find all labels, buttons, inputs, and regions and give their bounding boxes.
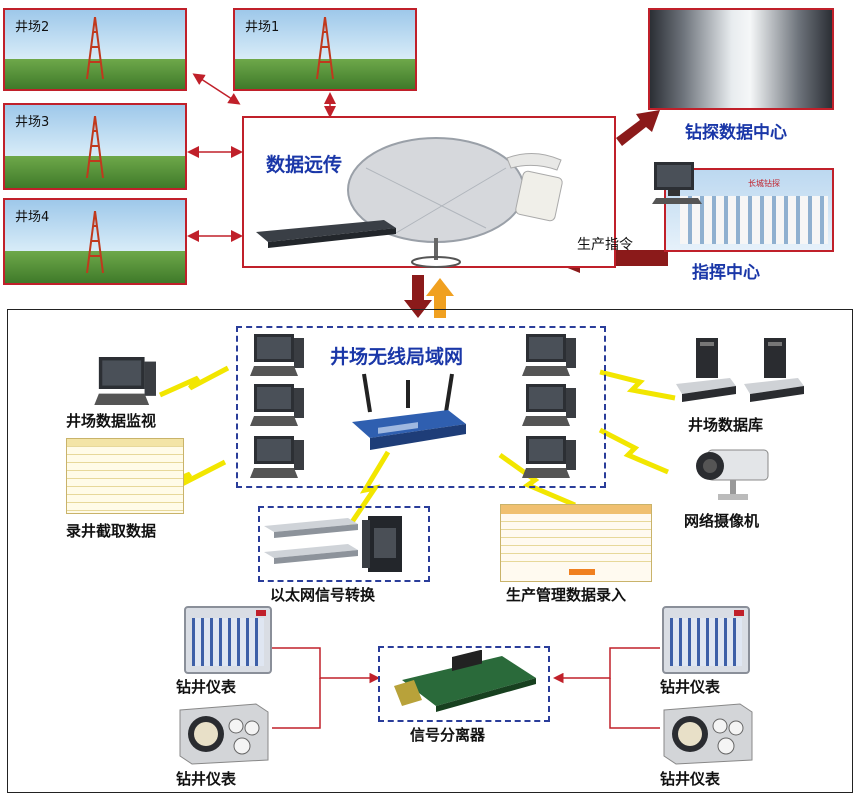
satellite-dish-icon — [347, 137, 525, 268]
lan-frame — [7, 309, 853, 793]
command-center-photo: 长城钻探 — [664, 168, 834, 252]
wireless-lan-zone — [236, 326, 606, 488]
arrow-to-data-center — [616, 110, 660, 146]
network-camera-label: 网络摄像机 — [684, 512, 760, 530]
site-database-label: 井场数据库 — [688, 416, 764, 434]
arrow-down — [404, 275, 432, 318]
server-icon — [744, 338, 804, 402]
instrument-label-br: 钻井仪表 — [660, 770, 721, 788]
signal-converter-icon — [264, 518, 358, 564]
instrument-label-tl: 钻井仪表 — [176, 678, 237, 696]
site-label: 井场4 — [15, 210, 50, 225]
telephone-icon — [506, 153, 563, 222]
data-transfer-label: 数据远传 — [266, 154, 343, 176]
gauge-instrument-br — [663, 703, 753, 765]
wireless-lan-title: 井场无线局域网 — [330, 346, 464, 368]
ethernet-convert-zone — [258, 506, 430, 582]
lightning-camera — [598, 427, 669, 475]
splitter-board-icon — [394, 650, 536, 712]
pc-icon — [250, 436, 304, 478]
network-switch-icon — [256, 220, 396, 248]
lightning-database — [599, 369, 676, 401]
arrow-up — [426, 278, 454, 318]
lightning-entry — [498, 452, 576, 508]
ethernet-convert-label: 以太网信号转换 — [270, 586, 376, 604]
wire-tl — [272, 647, 380, 684]
arrow-site2 — [192, 73, 241, 105]
pc-icon — [522, 334, 576, 376]
instrument-panel-tr — [662, 606, 750, 674]
pc-icon — [522, 436, 576, 478]
lightning-monitor — [158, 365, 230, 398]
command-center-label: 指挥中心 — [692, 263, 760, 283]
instrument-label-tr: 钻井仪表 — [660, 678, 721, 696]
site-label: 井场2 — [15, 20, 50, 35]
site-label: 井场3 — [15, 115, 50, 130]
data-center-photo — [648, 8, 834, 110]
network-camera-icon — [696, 449, 769, 500]
signal-splitter-zone — [378, 646, 550, 722]
wire-br — [609, 678, 660, 729]
production-command-label: 生产指令 — [577, 237, 633, 253]
data-transfer-box: 数据远传 — [242, 116, 616, 268]
monitor-pc-icon — [94, 357, 156, 405]
signal-splitter-label: 信号分离器 — [410, 726, 486, 744]
gauge-instrument-bl — [179, 703, 269, 765]
production-entry-label: 生产管理数据录入 — [506, 586, 627, 604]
drilling-rig-icon — [316, 17, 334, 79]
server-icon — [676, 338, 736, 402]
logging-data-sheet — [66, 438, 184, 514]
instrument-label-bl: 钻井仪表 — [176, 770, 237, 788]
logging-capture-label: 录井截取数据 — [66, 522, 157, 540]
command-pc-icon — [652, 162, 702, 204]
drilling-rig-icon — [86, 211, 104, 273]
building-sign: 长城钻探 — [748, 179, 780, 188]
wire-bl — [272, 678, 321, 729]
wire-tr — [553, 647, 660, 684]
pc-icon — [250, 384, 304, 426]
site-label: 井场1 — [245, 20, 280, 35]
drilling-rig-icon — [86, 17, 104, 79]
well-site-2: 井场2 — [3, 8, 187, 91]
wireless-router-icon — [352, 373, 466, 450]
well-site-4: 井场4 — [3, 198, 187, 285]
site-monitor-label: 井场数据监视 — [66, 412, 157, 430]
production-entry-form — [500, 504, 652, 582]
drilling-rig-icon — [86, 116, 104, 178]
instrument-panel-tl — [184, 606, 272, 674]
data-center-label: 钻探数据中心 — [685, 123, 787, 143]
well-site-3: 井场3 — [3, 103, 187, 190]
pc-icon — [250, 334, 304, 376]
well-site-1: 井场1 — [233, 8, 417, 91]
pc-icon — [522, 384, 576, 426]
industrial-switch-icon — [362, 516, 402, 572]
